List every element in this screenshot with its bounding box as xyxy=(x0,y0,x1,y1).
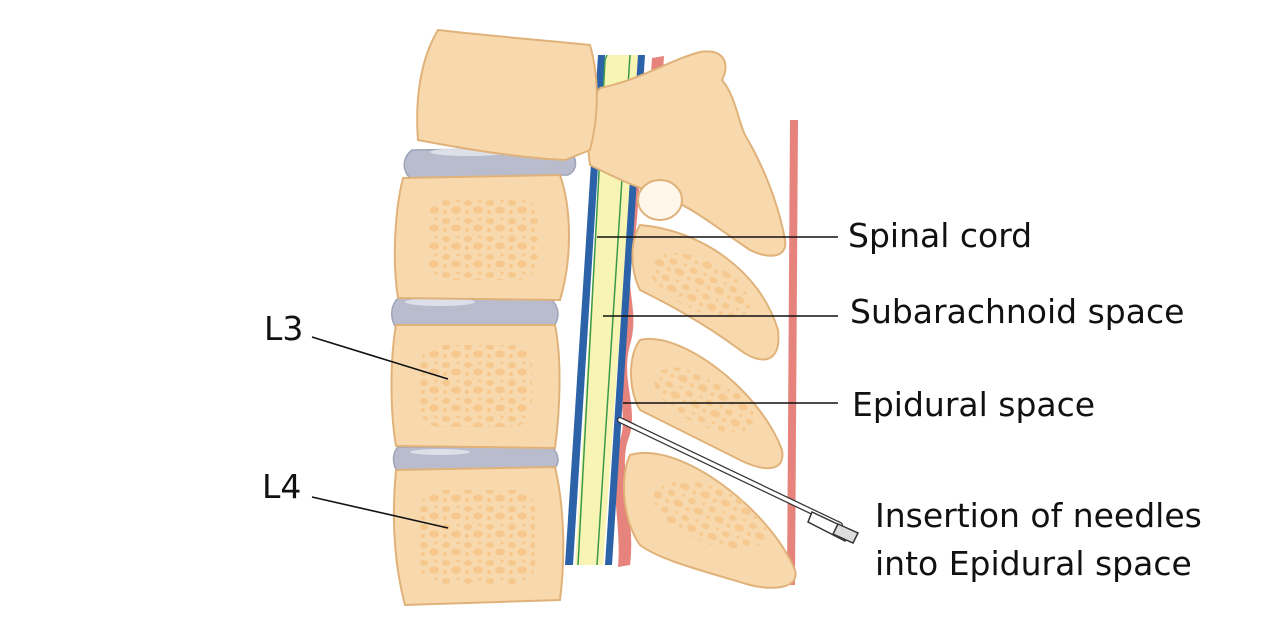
marrow-l3 xyxy=(420,345,532,427)
label-l4: L4 xyxy=(262,467,302,506)
spinal-cord-shape xyxy=(575,55,640,565)
leader-l3 xyxy=(311,336,449,380)
skin-line xyxy=(787,120,798,585)
dura-left xyxy=(565,55,605,565)
epidural-needle xyxy=(617,417,860,544)
label-needle-line1: Insertion of needles xyxy=(875,496,1202,535)
label-l3: L3 xyxy=(264,309,304,348)
leader-l4 xyxy=(311,496,449,529)
marrow-l4 xyxy=(420,490,535,585)
vertebra-top xyxy=(416,28,598,162)
upper-lamina xyxy=(587,50,787,257)
ligamentum-flavum xyxy=(614,150,645,567)
label-needle-line2: into Epidural space xyxy=(875,544,1192,583)
label-subarachnoid-space: Subarachnoid space xyxy=(850,292,1185,331)
label-epidural-space: Epidural space xyxy=(852,385,1096,424)
label-spinal-cord: Spinal cord xyxy=(848,216,1033,255)
marrow-l2 xyxy=(428,198,538,280)
